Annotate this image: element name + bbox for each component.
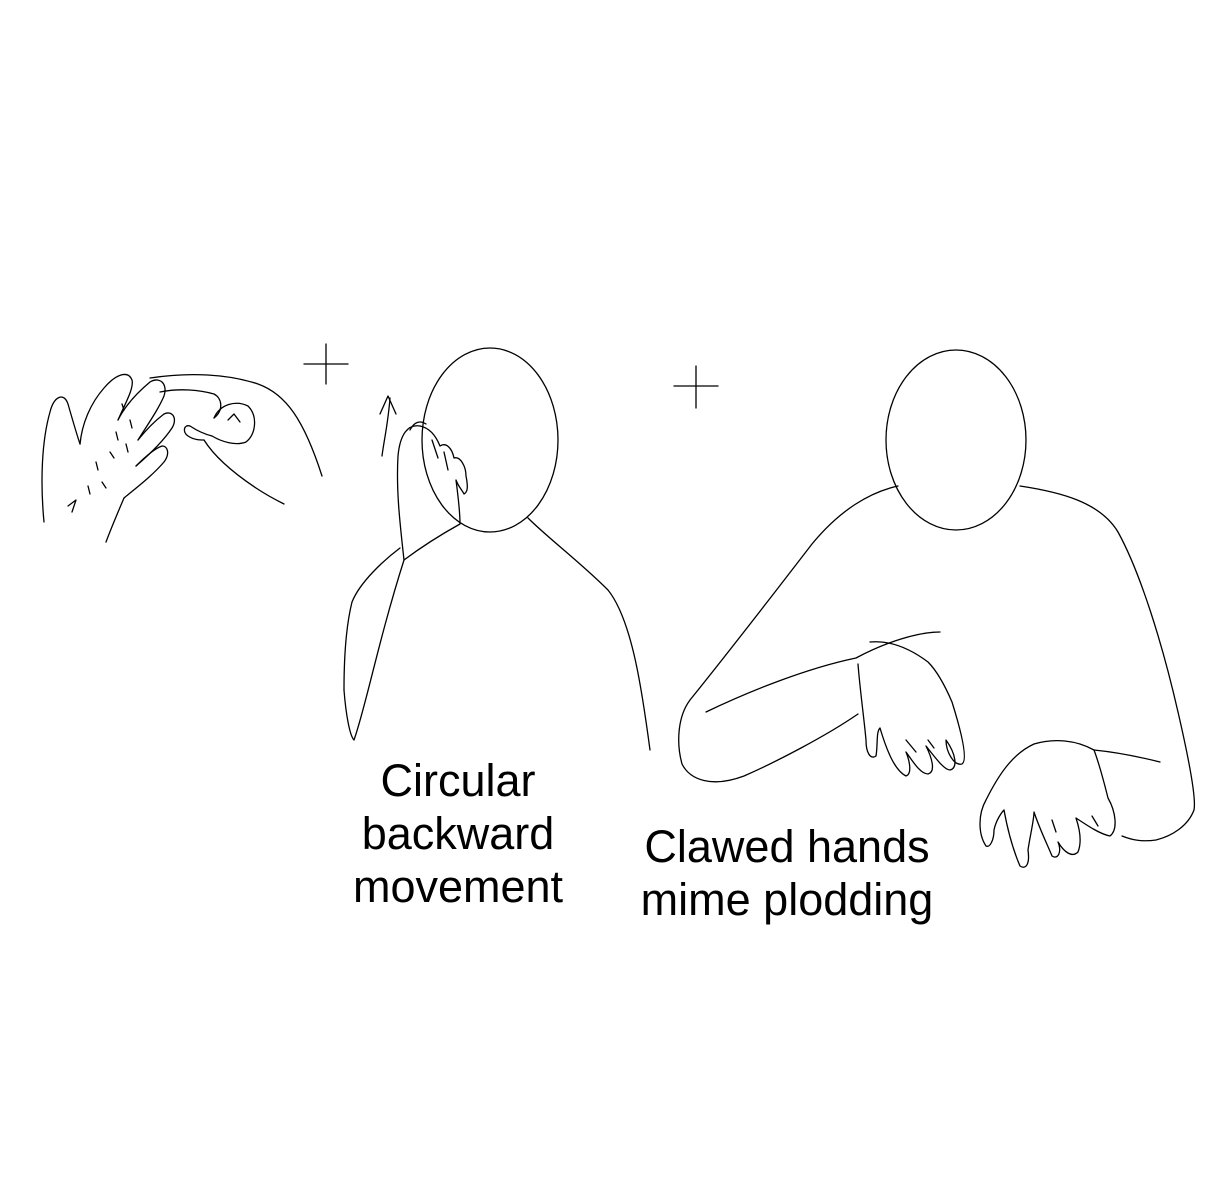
caption-line: backward — [361, 808, 555, 859]
right-hand-drawing — [149, 373, 323, 505]
panel-circular-backward — [343, 347, 651, 751]
cross-mark-1 — [303, 343, 349, 385]
panel-clawed-hands — [678, 349, 1195, 868]
caption-line: Clawed hands — [644, 821, 930, 872]
shoulder-outline — [343, 547, 401, 691]
left-hand-drawing — [41, 373, 176, 543]
body-outline — [527, 517, 651, 751]
caption-line: Circular — [380, 755, 536, 806]
caption-circular-backward-movement: Circular backward movement — [318, 754, 598, 913]
body-side-outline — [1093, 749, 1161, 763]
caption-clawed-hands-mime-plodding: Clawed hands mime plodding — [592, 820, 982, 926]
caption-line: movement — [352, 861, 564, 912]
movement-arrow-icon — [379, 395, 397, 457]
head-outline — [421, 347, 559, 533]
front-clawed-hand — [857, 641, 965, 777]
cross-mark-2 — [673, 365, 719, 409]
left-shoulder-outline — [678, 485, 899, 783]
panel-hands-closeup — [41, 373, 323, 543]
forearm-outline — [705, 631, 941, 713]
head-outline — [885, 349, 1027, 531]
right-shoulder-outline — [1019, 485, 1195, 842]
back-clawed-hand — [979, 739, 1116, 868]
arm-outline — [343, 559, 405, 741]
caption-line: mime plodding — [640, 874, 934, 925]
hand-at-cheek — [396, 425, 468, 561]
